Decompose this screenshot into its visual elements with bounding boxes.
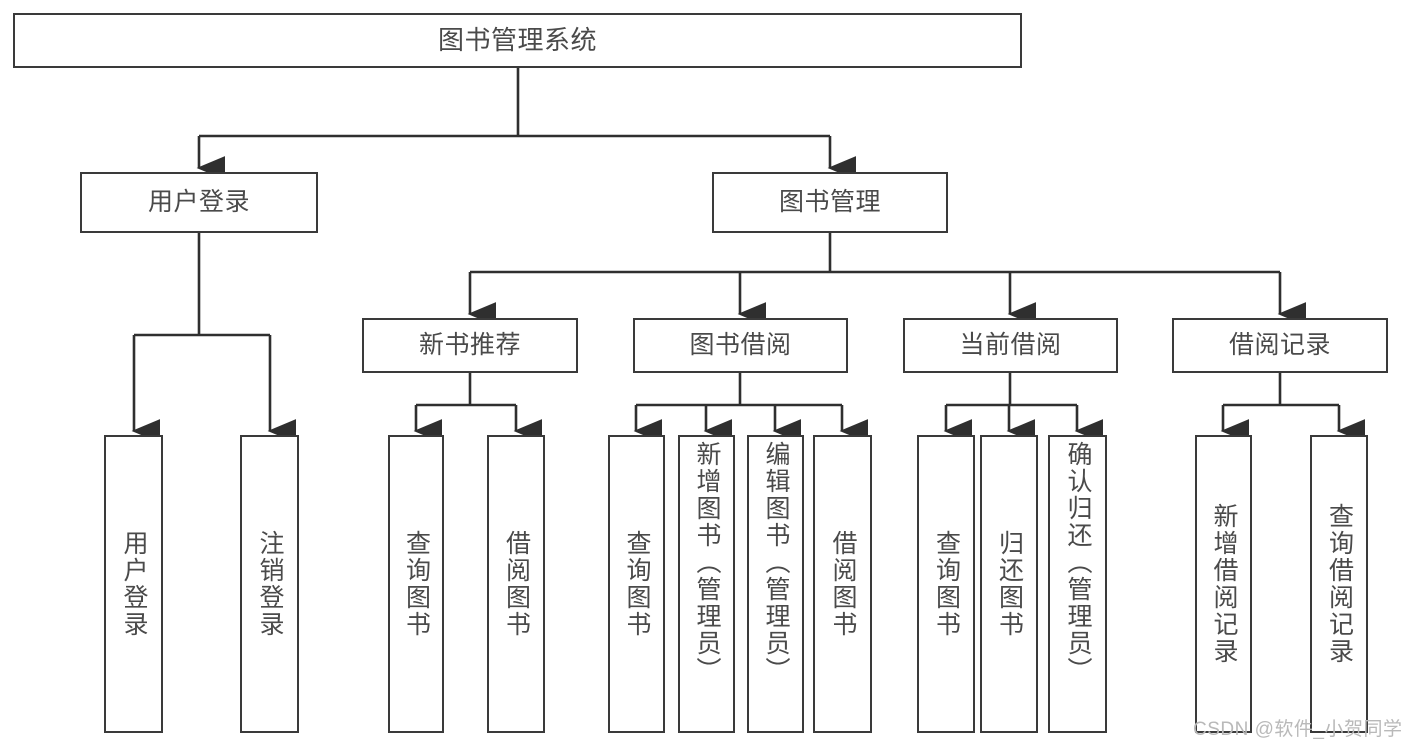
node-label: 用户登录 <box>120 530 148 638</box>
leaf-confirm-return-admin[interactable]: 确认归还（管理员） <box>1048 435 1107 733</box>
node-label: 新书推荐 <box>418 331 521 360</box>
leaf-query-borrow-record[interactable]: 查询借阅记录 <box>1310 435 1368 733</box>
node-label: 图书借阅 <box>689 331 792 360</box>
leaf-logout[interactable]: 注销登录 <box>240 435 299 733</box>
node-label: 图书管理系统 <box>437 24 597 55</box>
leaf-return-book[interactable]: 归还图书 <box>980 435 1038 733</box>
leaf-query-book[interactable]: 查询图书 <box>608 435 665 733</box>
node-label: 归还图书 <box>995 530 1024 638</box>
node-label: 查询图书 <box>932 530 961 638</box>
node-label: 借阅图书 <box>829 530 857 638</box>
node-label: 当前借阅 <box>959 331 1062 360</box>
node-book-management[interactable]: 图书管理 <box>712 172 948 233</box>
node-label: 图书管理 <box>778 188 881 217</box>
node-borrow-record[interactable]: 借阅记录 <box>1172 318 1388 373</box>
node-new-book-recommend[interactable]: 新书推荐 <box>362 318 578 373</box>
leaf-edit-book-admin[interactable]: 编辑图书（管理员） <box>747 435 804 733</box>
node-label: 注销登录 <box>256 530 284 638</box>
leaf-query-book-recommend[interactable]: 查询图书 <box>388 435 444 733</box>
node-label: 查询借阅记录 <box>1325 503 1354 665</box>
leaf-borrow-book[interactable]: 借阅图书 <box>813 435 872 733</box>
leaf-add-borrow-record[interactable]: 新增借阅记录 <box>1195 435 1252 733</box>
node-user-login[interactable]: 用户登录 <box>80 172 318 233</box>
node-current-borrow[interactable]: 当前借阅 <box>903 318 1118 373</box>
node-label: 新增图书（管理员） <box>693 441 721 684</box>
leaf-borrow-book-recommend[interactable]: 借阅图书 <box>487 435 545 733</box>
node-label: 新增借阅记录 <box>1210 503 1238 665</box>
leaf-user-login[interactable]: 用户登录 <box>104 435 163 733</box>
node-label: 确认归还（管理员） <box>1064 441 1092 684</box>
leaf-query-book-current[interactable]: 查询图书 <box>917 435 975 733</box>
node-label: 编辑图书（管理员） <box>762 441 790 684</box>
csdn-watermark: CSDN @软件_小贺同学 <box>1193 719 1403 740</box>
node-book-management-system[interactable]: 图书管理系统 <box>13 13 1022 68</box>
leaf-add-book-admin[interactable]: 新增图书（管理员） <box>678 435 735 733</box>
node-label: 借阅记录 <box>1228 331 1331 360</box>
node-label: 查询图书 <box>623 530 651 638</box>
node-label: 查询图书 <box>402 530 431 638</box>
node-label: 借阅图书 <box>502 530 531 638</box>
node-label: 用户登录 <box>147 188 250 217</box>
node-book-borrow[interactable]: 图书借阅 <box>633 318 848 373</box>
